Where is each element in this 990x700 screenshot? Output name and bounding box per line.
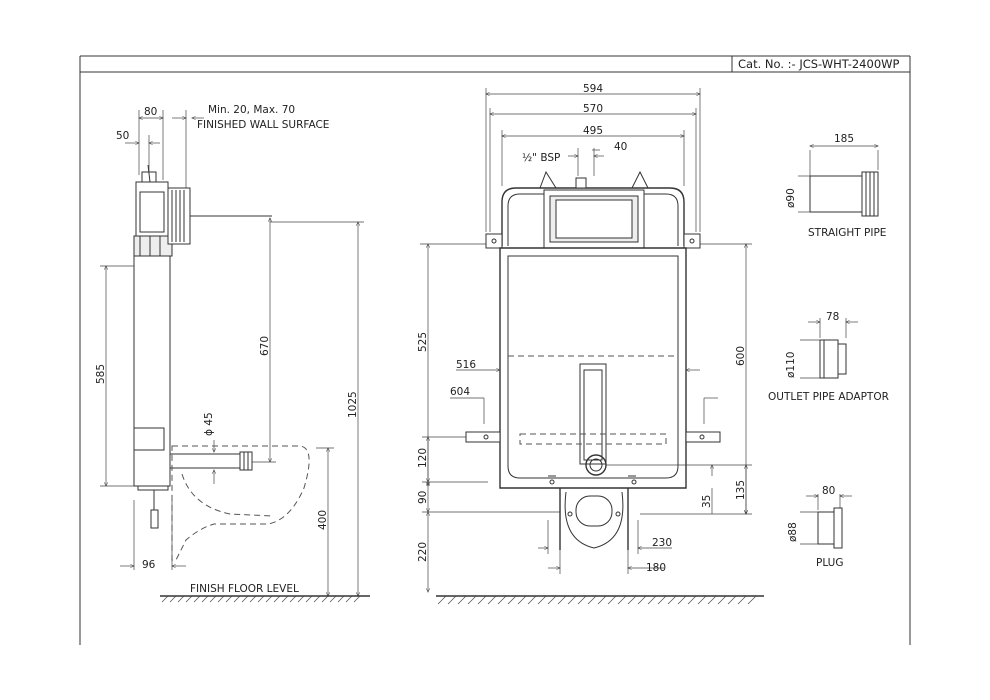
dim-wall-offset: 50	[116, 130, 129, 142]
dim-right-height-line	[700, 244, 752, 514]
plug-length: 80	[822, 485, 835, 497]
front-cistern	[499, 247, 687, 489]
dim-bowl-height-line	[316, 448, 334, 596]
dim-left-stack-line	[422, 437, 560, 592]
dim-bowl-height: 400	[317, 510, 329, 530]
dim-left-height-line	[420, 244, 486, 486]
straight-pipe-label: STRAIGHT PIPE	[808, 227, 886, 239]
outlet-pipe-adaptor-label: OUTLET PIPE ADAPTOR	[768, 391, 889, 403]
dim-bracket-width-line	[490, 108, 696, 232]
dim-120: 120	[417, 448, 429, 468]
dim-516: 516	[456, 359, 476, 371]
dim-right-stack-line	[606, 465, 752, 514]
drawing-border	[79, 55, 911, 645]
plug-label: PLUG	[816, 557, 843, 569]
dim-outlet-height-line	[252, 218, 276, 462]
floor-side	[160, 595, 370, 603]
plug	[800, 494, 852, 549]
dim-bottom-offset-line	[120, 500, 186, 570]
dim-35: 35	[701, 495, 713, 508]
dim-604: 604	[450, 386, 470, 398]
side-view: 80 50 Min. 20, Max. 70 FINISHED WALL SUR…	[95, 104, 370, 603]
wc-bowl-side	[171, 445, 310, 561]
catalog-number: Cat. No. :- JCS-WHT-2400WP	[738, 57, 900, 71]
outlet-pipe-adaptor	[800, 318, 858, 379]
outlet-pipe-side	[169, 451, 253, 471]
dim-total-height-line	[270, 222, 364, 596]
dim-overall-width-line	[486, 88, 700, 232]
dim-left-height: 525	[417, 332, 429, 352]
dim-bsp-offset: 40	[614, 141, 627, 153]
front-frame-top	[485, 170, 701, 249]
wall-surface-lines	[172, 110, 204, 190]
side-frame	[133, 255, 171, 529]
dim-frame-width: 495	[583, 125, 603, 137]
dim-bracket-width: 570	[583, 103, 603, 115]
dim-top-width: 80	[144, 106, 157, 118]
dim-total-height: 1025	[347, 391, 359, 418]
dim-90: 90	[417, 491, 429, 504]
front-legs	[559, 488, 629, 550]
dim-right-height: 600	[735, 346, 747, 366]
wall-note-line1: Min. 20, Max. 70	[208, 104, 295, 116]
dim-overall-width: 594	[583, 83, 603, 95]
dim-frame-height: 585	[95, 364, 107, 384]
dim-604-line	[450, 397, 718, 424]
dim-bsp-line	[568, 148, 604, 176]
front-feet	[465, 431, 721, 443]
straight-pipe-length: 185	[834, 133, 854, 145]
dim-frame-width-line	[502, 130, 684, 186]
floor-front	[436, 595, 764, 605]
dim-135: 135	[735, 480, 747, 500]
dim-top-width-line	[139, 110, 163, 180]
floor-label: FINISH FLOOR LEVEL	[190, 583, 299, 595]
dim-bottom-widths-line	[538, 520, 672, 574]
dim-frame-height-line	[100, 266, 134, 486]
dim-220: 220	[417, 542, 429, 562]
straight-pipe-diameter: ø90	[785, 188, 797, 208]
plug-diameter: ø88	[787, 522, 799, 542]
dim-bsp: ½" BSP	[522, 152, 560, 164]
outlet-pipe-adaptor-length: 78	[826, 311, 839, 323]
front-view: 594 570 495 ½" BSP 40	[417, 83, 764, 605]
wall-note-line2: FINISHED WALL SURFACE	[197, 119, 329, 131]
outlet-pipe-adaptor-diameter: ø110	[785, 352, 797, 378]
wc-bowl-side-inner	[181, 473, 273, 517]
dim-180: 180	[646, 562, 666, 574]
dim-outlet-height: 670	[259, 336, 271, 356]
straight-pipe	[798, 146, 879, 217]
dim-230: 230	[652, 537, 672, 549]
dim-bottom-offset: 96	[142, 559, 156, 571]
dim-pipe-diameter: ϕ 45	[203, 412, 215, 436]
cistern-top	[133, 164, 272, 257]
